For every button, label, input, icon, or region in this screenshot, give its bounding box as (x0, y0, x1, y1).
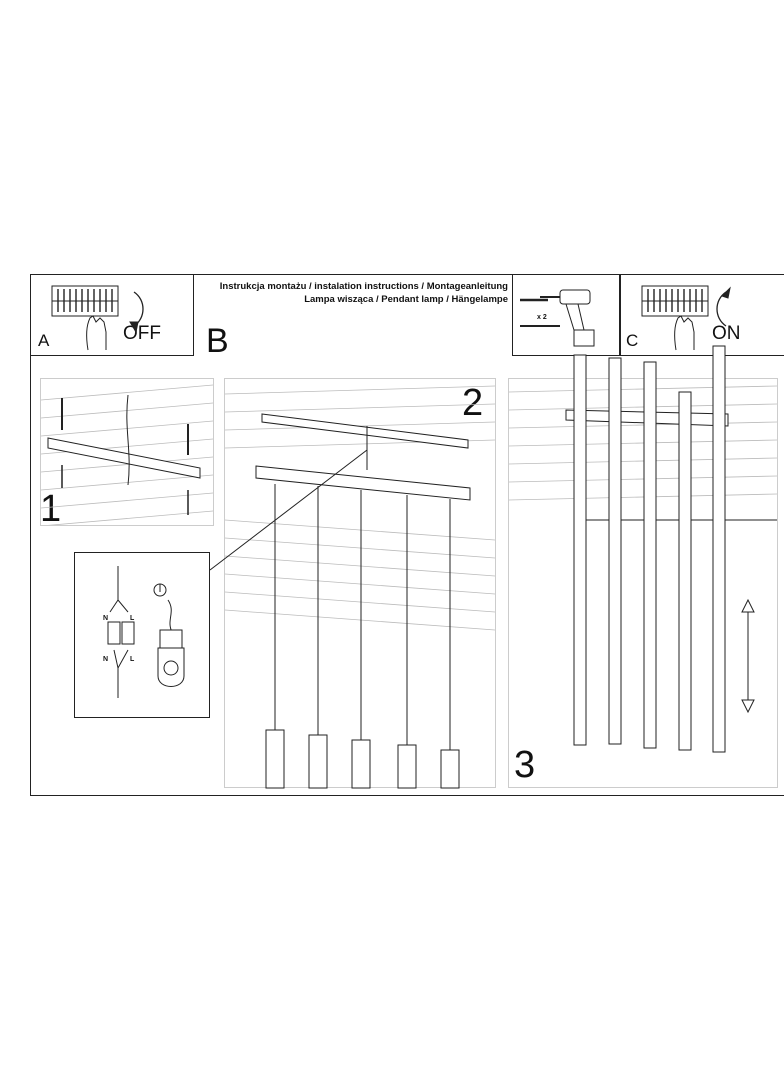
step-1-mounting-bar (47, 394, 201, 515)
step-1-frame (40, 378, 214, 526)
step-3-pendants (573, 345, 726, 753)
step-1-number: 1 (40, 488, 62, 530)
panel-c-box (620, 274, 784, 356)
drill-box (512, 274, 620, 356)
step-3-frame (508, 378, 778, 788)
step-2-wall (224, 519, 496, 631)
wiring-n-bottom: N (103, 656, 109, 663)
dowel-quantity-label: x 2 (537, 314, 547, 321)
off-label: OFF (123, 323, 161, 344)
step-3-ceiling (509, 385, 777, 501)
breaker-off-icon (51, 285, 144, 351)
header-line-product: Lampa wisząca / Pendant lamp / Hängelamp… (304, 294, 508, 305)
panel-a-letter: A (38, 331, 50, 350)
instruction-sheet-frame (30, 274, 784, 796)
on-label: ON (712, 323, 741, 344)
header-line-instructions: Instrukcja montażu / instalation instruc… (219, 281, 508, 292)
step-3-canopy (565, 409, 777, 521)
wiring-l-bottom: L (130, 656, 135, 663)
panel-b-letter: B (206, 322, 229, 360)
drill-icon (520, 289, 595, 347)
step-3-number: 3 (514, 744, 536, 786)
wiring-diagram (107, 566, 185, 698)
panel-a-box (30, 274, 194, 356)
wiring-detail-box (74, 552, 210, 718)
adjust-height-arrow-icon (741, 598, 755, 714)
step-2-canopy (209, 413, 471, 571)
wiring-l-top: L (130, 615, 135, 622)
step-2-pendants (265, 484, 460, 789)
header-title: Instrukcja montażu / instalation instruc… (200, 280, 508, 306)
wiring-n-top: N (103, 615, 109, 622)
step-2-number: 2 (462, 382, 484, 424)
breaker-on-icon (641, 285, 731, 351)
panel-c-letter: C (626, 331, 639, 350)
